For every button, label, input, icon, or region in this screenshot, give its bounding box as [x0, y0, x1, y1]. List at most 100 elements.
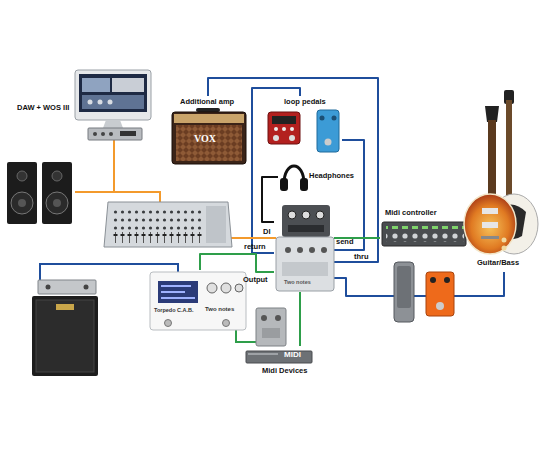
device-label: MIDI [284, 350, 311, 360]
studio-monitor [18, 199, 26, 207]
cable-connector [262, 177, 278, 222]
device-node: Guitar/Bass [466, 88, 542, 272]
device-label: Torpedo C.A.B. [154, 307, 204, 314]
cab-simulator [150, 272, 246, 330]
central-processor [309, 247, 315, 253]
headphones [280, 166, 308, 191]
device-label: Guitar/Bass [477, 258, 541, 267]
guitar-amp [174, 114, 244, 123]
cab-simulator [161, 291, 185, 293]
cab-simulator [161, 297, 195, 299]
expression-pedal [394, 262, 414, 322]
electric-guitar [485, 106, 499, 122]
layout-wires [229, 237, 276, 239]
device-label: Two notes [205, 306, 245, 313]
cab-simulator [161, 285, 191, 287]
looper-pedal [268, 110, 339, 152]
speaker-cabinet [32, 296, 98, 376]
electric-guitar [482, 208, 498, 214]
central-processor [276, 237, 334, 291]
layout-wires [236, 330, 256, 342]
cab-simulator [150, 272, 246, 330]
device-label: loop pedals [284, 97, 340, 106]
electric-guitar [482, 222, 498, 228]
computer-monitor [75, 70, 151, 120]
central-processor [302, 211, 310, 219]
studio-monitor [46, 192, 68, 214]
computer-monitor [82, 78, 110, 92]
electric-guitar [502, 238, 507, 243]
cable-connector [299, 292, 301, 346]
central-processor [316, 211, 324, 219]
effect-pedal [426, 272, 454, 316]
audio-interface [101, 132, 105, 136]
midi-rack [246, 351, 312, 363]
looper-pedal [332, 116, 337, 121]
electric-guitar [464, 194, 516, 254]
looper-pedal [268, 112, 300, 144]
power-amp [84, 285, 89, 290]
cable-connector [334, 140, 364, 250]
device-node: VOXAdditional amp [168, 96, 248, 166]
headphones [280, 178, 288, 191]
mixing-desk [112, 232, 203, 243]
cable-connector [334, 272, 504, 296]
mixing-desk [104, 202, 232, 247]
looper-pedal [272, 116, 296, 124]
speaker-cabinet [56, 304, 74, 310]
studio-monitor [7, 162, 37, 224]
central-processor [285, 247, 291, 253]
cable-connector [200, 254, 274, 272]
expression-pedal [394, 262, 414, 322]
cab-simulator [158, 281, 198, 303]
device-node: Midi controller [380, 206, 466, 248]
cab-simulator [223, 320, 230, 327]
looper-pedal [274, 127, 278, 131]
central-processor [282, 262, 328, 276]
studio-monitor [52, 171, 62, 181]
looper-pedal [325, 139, 332, 146]
device-node: Two notes [274, 202, 334, 292]
central-processor [288, 211, 296, 219]
midi-footcontroller [386, 233, 464, 242]
audio-interface [88, 128, 142, 140]
looper-pedal [289, 135, 295, 141]
port-label: thru [354, 252, 369, 261]
guitar-amp [172, 112, 246, 164]
central-processor [321, 247, 327, 253]
guitar-amp [196, 108, 220, 112]
midi-rack [248, 353, 278, 355]
looper-pedal [282, 127, 286, 131]
expression-pedal [397, 266, 411, 308]
computer-monitor [108, 100, 113, 105]
port-label: return [244, 242, 266, 251]
device-label: DAW + WOS III [17, 103, 81, 112]
mixing-desk [104, 202, 232, 247]
audio-interface [120, 131, 136, 136]
effect-pedal [444, 277, 450, 283]
cab-simulator [221, 283, 231, 293]
central-processor [288, 225, 324, 232]
device-node: loop pedals [264, 96, 342, 156]
small-midi-device [261, 315, 267, 321]
cab-simulator [207, 283, 217, 293]
midi-rack [246, 351, 312, 363]
effect-pedal [426, 272, 454, 316]
central-processor [282, 205, 330, 237]
electric-guitar [464, 106, 516, 254]
studio-monitor [53, 199, 61, 207]
device-label: VOX [194, 133, 224, 145]
cab-simulator [235, 284, 243, 292]
port-label: Output [243, 275, 268, 284]
power-amp [46, 285, 51, 290]
looper-pedal [290, 127, 294, 131]
device-node: MIDIMidi Devices [242, 346, 320, 380]
mixing-desk [206, 206, 226, 243]
device-node: DAW + WOS III [14, 66, 152, 144]
looper-pedal [320, 116, 325, 121]
studio-monitor [17, 171, 27, 181]
studio-monitor [42, 162, 72, 224]
midi-footcontroller [382, 222, 466, 246]
computer-monitor [103, 120, 123, 128]
